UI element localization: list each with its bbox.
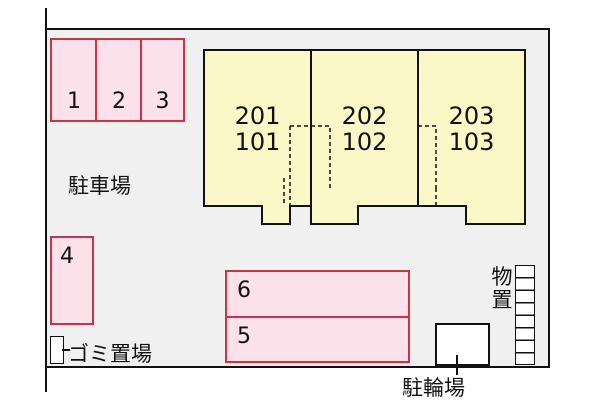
parking-space-4[interactable]: 4 [50, 236, 94, 325]
storage-label: 物 置 [489, 266, 515, 312]
unit-103-label: 103 [448, 128, 495, 156]
parking-label: 駐車場 [68, 174, 131, 198]
unit-102-label: 102 [341, 128, 388, 156]
storage-label-line2: 置 [491, 288, 513, 312]
parking-space-2-number: 2 [112, 89, 126, 114]
parking-space-5[interactable]: 5 [225, 316, 410, 363]
parking-space-1-number: 1 [67, 89, 81, 114]
storage-shed [515, 265, 535, 365]
unit-3-dashed-partition [418, 125, 437, 206]
unit-101-label: 101 [234, 128, 281, 156]
unit-202-102[interactable]: 202 102 [311, 104, 418, 154]
bicycle-label: 駐輪場 [402, 376, 465, 400]
parking-space-3[interactable]: 3 [140, 38, 185, 122]
unit-202-label: 202 [341, 102, 388, 130]
unit-201-101[interactable]: 201 101 [204, 104, 311, 154]
unit-203-103[interactable]: 203 103 [418, 104, 525, 154]
parking-space-1[interactable]: 1 [50, 38, 98, 122]
parking-space-6[interactable]: 6 [225, 270, 410, 318]
unit-201-label: 201 [234, 102, 281, 130]
bicycle-pointer-line [456, 355, 458, 375]
bicycle-parking [435, 323, 490, 366]
parking-space-6-number: 6 [237, 278, 251, 303]
parking-space-4-number: 4 [60, 244, 74, 269]
unit-203-label: 203 [448, 102, 495, 130]
parking-space-5-number: 5 [237, 324, 251, 349]
unit-203-103-outline [417, 49, 526, 225]
apartment-building [203, 49, 526, 225]
parking-space-2[interactable]: 2 [95, 38, 143, 122]
storage-label-line1: 物 [491, 265, 513, 289]
garbage-label: ゴミ置場 [68, 342, 152, 366]
parking-space-3-number: 3 [155, 89, 170, 114]
unit-1-dashed-partition [283, 125, 311, 206]
garbage-box-tick [62, 349, 70, 351]
